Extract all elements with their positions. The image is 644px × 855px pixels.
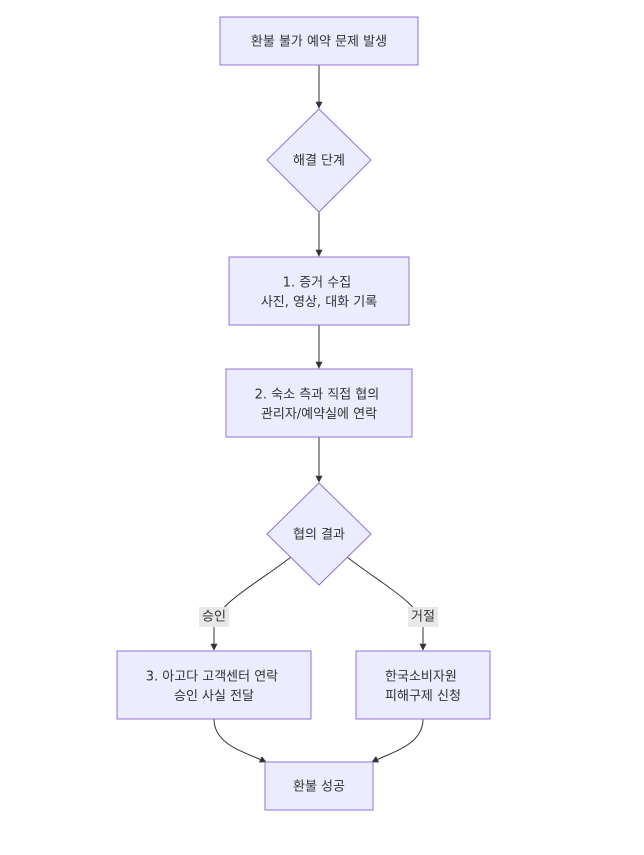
node-consumer: 한국소비자원 피해구제 신청 bbox=[355, 650, 491, 720]
node-step2-line-2: 관리자/예약실에 연락 bbox=[261, 407, 377, 422]
node-step2-line-1: 2. 숙소 측과 직접 협의 bbox=[255, 387, 380, 402]
node-step3-line-2: 승인 사실 전달 bbox=[174, 689, 254, 704]
node-success: 환불 성공 bbox=[264, 761, 374, 811]
svg-text:환불 성공: 환불 성공 bbox=[293, 780, 345, 795]
svg-text:한국소비자원 피해구제 신청: 한국소비자원 피해구제 신청 bbox=[385, 669, 461, 704]
edge-result-to-consumer bbox=[346, 556, 427, 651]
node-step1-line-1: 1. 증거 수집 bbox=[283, 275, 352, 290]
node-success-line-1: 환불 성공 bbox=[293, 780, 345, 795]
svg-text:해결 단계: 해결 단계 bbox=[293, 154, 345, 169]
edge-label-reject-text: 거절 bbox=[411, 610, 435, 625]
node-step1-line-2: 사진, 영상, 대화 기록 bbox=[261, 295, 377, 310]
edge-label-approve-text: 승인 bbox=[202, 610, 226, 625]
edge-consumer-to-success bbox=[371, 718, 424, 763]
node-step3-line-1: 3. 아고다 고객센터 연락 bbox=[146, 669, 278, 684]
node-resolve-line-1: 해결 단계 bbox=[293, 154, 345, 169]
node-step2: 2. 숙소 측과 직접 협의 관리자/예약실에 연락 bbox=[225, 368, 413, 438]
edge-label-approve: 승인 bbox=[199, 607, 229, 627]
edge-label-reject: 거절 bbox=[408, 607, 438, 627]
edge-step3-to-success bbox=[213, 718, 267, 763]
node-resolve-decision: 해결 단계 bbox=[266, 108, 372, 213]
edge-result-to-step3 bbox=[210, 556, 292, 651]
node-start: 환불 불가 예약 문제 발생 bbox=[219, 16, 419, 66]
node-result-decision: 협의 결과 bbox=[266, 482, 372, 586]
svg-text:3. 아고다 고객센터 연락 승인 사실 전달: 3. 아고다 고객센터 연락 승인 사실 전달 bbox=[146, 669, 283, 704]
node-consumer-line-2: 피해구제 신청 bbox=[385, 689, 461, 704]
node-result-line-1: 협의 결과 bbox=[293, 528, 345, 543]
svg-text:환불 불가 예약 문제 발생: 환불 불가 예약 문제 발생 bbox=[251, 35, 387, 50]
node-step1: 1. 증거 수집 사진, 영상, 대화 기록 bbox=[228, 256, 410, 326]
node-consumer-line-1: 한국소비자원 bbox=[385, 669, 457, 684]
node-step3: 3. 아고다 고객센터 연락 승인 사실 전달 bbox=[116, 650, 312, 720]
svg-text:협의 결과: 협의 결과 bbox=[293, 528, 345, 543]
svg-text:1. 증거 수집 사진, 영상, 대화 기록: 1. 증거 수집 사진, 영상, 대화 기록 bbox=[261, 275, 377, 310]
svg-text:2. 숙소 측과 직접 협의 관리자/예약실에: 2. 숙소 측과 직접 협의 관리자/예약실에 연락 bbox=[255, 387, 384, 422]
node-start-line-1: 환불 불가 예약 문제 발생 bbox=[251, 35, 387, 50]
